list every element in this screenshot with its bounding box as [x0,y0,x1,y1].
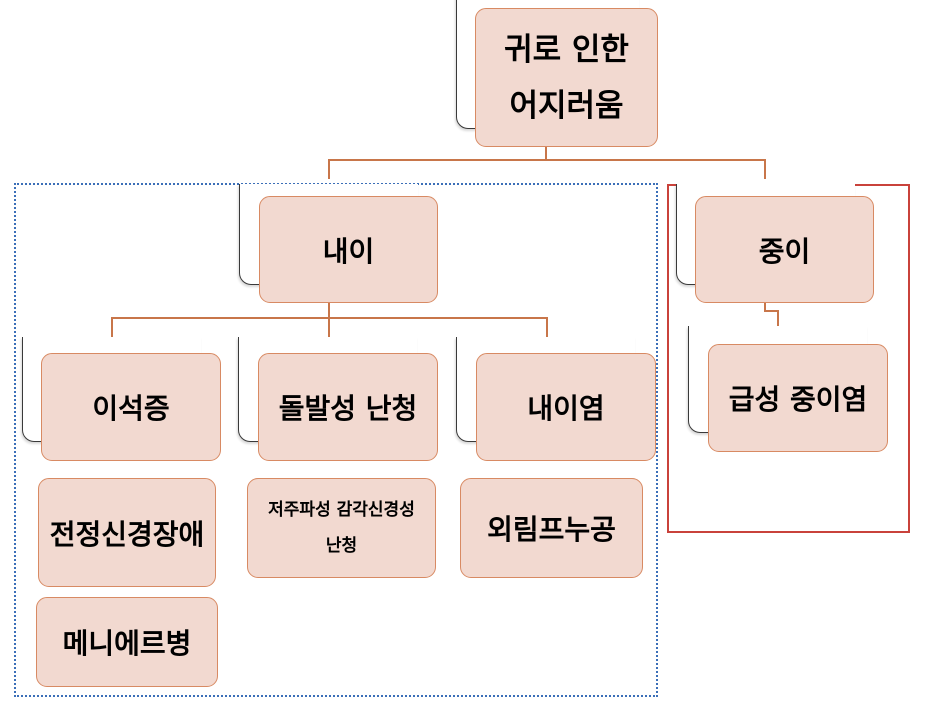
root-node-line2: 어지러움 [509,87,624,124]
connector-inner-ear-down [328,302,330,318]
menieres-disease-label: 메니에르병 [62,627,192,660]
perilymph-fistula-node: 외림프누공 [460,478,643,578]
sudden-hearing-loss-label: 돌발성 난청 [278,392,418,425]
perilymph-fistula-label: 외림프누공 [487,513,616,546]
sudden-hearing-loss-node: 돌발성 난청 [258,353,438,461]
connector-to-acute-otitis [777,310,779,326]
low-frequency-hearing-loss-line2: 난청 [325,536,358,556]
connector-to-middle-ear [764,159,766,179]
acute-otitis-node: 급성 중이염 [708,344,888,452]
acute-otitis-label: 급성 중이염 [728,383,868,416]
labyrinthitis-node: 내이염 [476,353,656,461]
vestibular-neuritis-node: 전정신경장애 [38,478,216,587]
connector-to-inner-ear [328,159,330,179]
low-frequency-hearing-loss-line1: 저주파성 감각신경성 [268,500,415,520]
vestibular-neuritis-label: 전정신경장애 [49,517,205,551]
connector-root-down [545,147,547,160]
connector-middle-ear-down [764,302,766,312]
connector-to-otolith [111,317,113,337]
middle-ear-node: 중이 [695,196,874,303]
menieres-disease-node: 메니에르병 [36,597,218,687]
connector-to-labyrinthitis [546,317,548,337]
connector-middle-ear-step [764,310,778,312]
connector-to-sudden-hearing-loss [328,317,330,337]
inner-ear-label: 내이 [322,234,375,268]
connector-level1-horizontal [328,159,766,161]
root-node: 귀로 인한 어지러움 [475,8,658,147]
labyrinthitis-label: 내이염 [527,392,605,425]
low-frequency-hearing-loss-node: 저주파성 감각신경성 난청 [247,478,436,578]
inner-ear-node: 내이 [259,196,438,303]
otolith-node: 이석증 [41,353,221,461]
otolith-label: 이석증 [92,392,170,425]
middle-ear-label: 중이 [758,234,811,268]
root-node-line1: 귀로 인한 [504,31,629,68]
